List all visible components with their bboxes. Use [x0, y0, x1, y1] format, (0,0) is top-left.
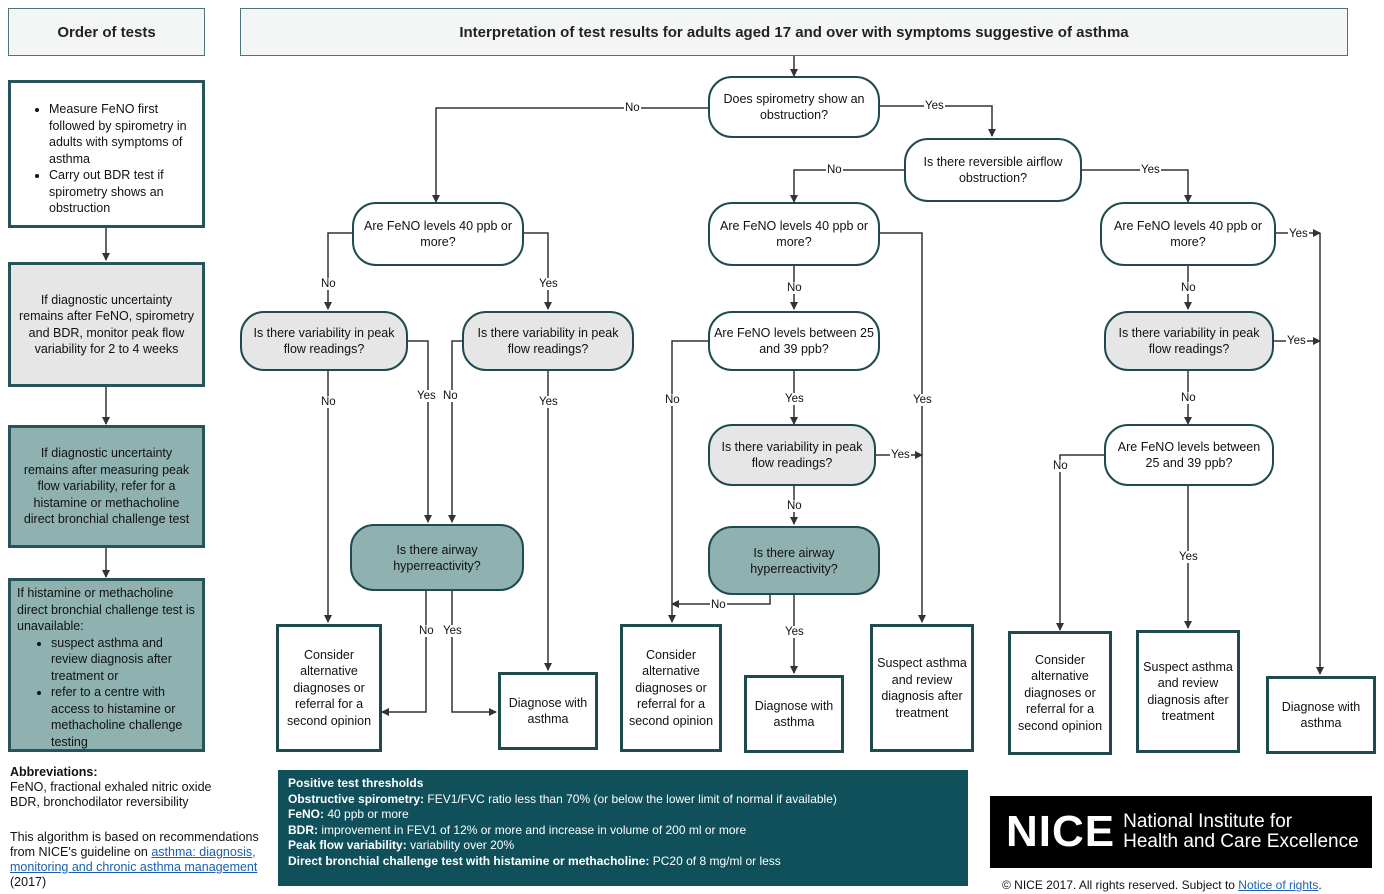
threshold-value: FEV1/FVC ratio less than 70% (or below t…	[427, 791, 837, 806]
threshold-value: 40 ppb or more	[327, 807, 409, 821]
threshold-value: variability over 20%	[410, 838, 515, 852]
outcome-diagnose-2: Diagnose with asthma	[744, 675, 844, 753]
threshold-value: PC20 of 8 mg/ml or less	[652, 853, 781, 868]
label-no: No	[664, 394, 681, 406]
order-step-3: If diagnostic uncertainty remains after …	[8, 425, 205, 548]
nice-logo-mark: NICE	[1006, 807, 1116, 856]
q-peak-flow-left2: Is there variability in peak flow readin…	[462, 311, 634, 371]
q-peak-flow-left: Is there variability in peak flow readin…	[240, 311, 408, 371]
label-no: No	[786, 282, 803, 294]
order-step-4-intro: If histamine or methacholine direct bron…	[17, 586, 195, 633]
order-step-4-item: suspect asthma and review diagnosis afte…	[51, 635, 196, 685]
order-step-4-item: refer to a centre with access to histami…	[51, 684, 196, 750]
threshold-row: Peak flow variability: variability over …	[288, 838, 958, 854]
label-no: No	[826, 164, 843, 176]
outcome-suspect-1: Suspect asthma and review diagnosis afte…	[870, 624, 974, 752]
label-no: No	[1052, 460, 1069, 472]
threshold-row: Direct bronchial challenge test with his…	[288, 854, 958, 870]
label-yes: Yes	[890, 449, 911, 461]
threshold-label: BDR:	[288, 822, 318, 837]
copyright-text: © NICE 2017. All rights reserved. Subjec…	[1002, 878, 1235, 892]
abbreviation-bdr: BDR, bronchodilator reversibility	[10, 795, 189, 809]
label-no: No	[624, 102, 641, 114]
main-title-header: Interpretation of test results for adult…	[240, 8, 1348, 56]
guideline-year: (2017)	[10, 875, 47, 889]
label-yes: Yes	[538, 396, 559, 408]
label-no: No	[320, 396, 337, 408]
q-spirometry-obstruction: Does spirometry show an obstruction?	[708, 76, 880, 138]
label-yes: Yes	[924, 100, 945, 112]
order-step-1: Measure FeNO first followed by spirometr…	[8, 80, 205, 228]
label-yes: Yes	[784, 626, 805, 638]
order-step-4: If histamine or methacholine direct bron…	[8, 578, 205, 752]
label-no: No	[1180, 282, 1197, 294]
guideline-basis: This algorithm is based on recommendatio…	[10, 830, 268, 890]
q-feno-40-left: Are FeNO levels 40 ppb or more?	[352, 202, 524, 266]
label-no: No	[1180, 392, 1197, 404]
q-feno-25-39-right: Are FeNO levels between 25 and 39 ppb?	[1104, 424, 1274, 486]
label-no: No	[418, 625, 435, 637]
outcome-consider-3: Consider alternative diagnoses or referr…	[1008, 631, 1112, 755]
outcome-consider-1: Consider alternative diagnoses or referr…	[276, 624, 382, 752]
nice-logo: NICE National Institute for Health and C…	[990, 796, 1372, 868]
q-reversible-obstruction: Is there reversible airflow obstruction?	[904, 138, 1082, 202]
copyright-end: .	[1318, 878, 1322, 892]
abbreviations: Abbreviations: FeNO, fractional exhaled …	[10, 765, 270, 810]
q-peak-flow-right: Is there variability in peak flow readin…	[1104, 311, 1274, 371]
threshold-label: Direct bronchial challenge test with his…	[288, 853, 650, 868]
outcome-diagnose-1: Diagnose with asthma	[498, 672, 598, 750]
outcome-consider-2: Consider alternative diagnoses or referr…	[620, 624, 722, 752]
threshold-label: Peak flow variability:	[288, 838, 407, 852]
q-feno-40-right: Are FeNO levels 40 ppb or more?	[1100, 202, 1276, 266]
threshold-label: FeNO:	[288, 807, 324, 821]
q-feno-25-39-middle: Are FeNO levels between 25 and 39 ppb?	[708, 311, 880, 371]
q-airway-middle: Is there airway hyperreactivity?	[708, 526, 880, 595]
positive-test-thresholds: Positive test thresholds Obstructive spi…	[278, 770, 968, 886]
order-step-1-item: Measure FeNO first followed by spirometr…	[49, 101, 196, 167]
label-yes: Yes	[442, 625, 463, 637]
label-yes: Yes	[1140, 164, 1161, 176]
q-feno-40-middle: Are FeNO levels 40 ppb or more?	[708, 202, 880, 266]
outcome-suspect-2: Suspect asthma and review diagnosis afte…	[1136, 630, 1240, 753]
guideline-link[interactable]: asthma: diagnosis, monitoring and chroni…	[10, 845, 258, 874]
nice-logo-line2: Health and Care Excellence	[1123, 831, 1359, 852]
q-peak-flow-middle: Is there variability in peak flow readin…	[708, 424, 876, 486]
guideline-basis-text: This algorithm is based on recommendatio…	[10, 830, 259, 859]
label-yes: Yes	[416, 390, 437, 402]
threshold-row: BDR: improvement in FEV1 of 12% or more …	[288, 823, 958, 839]
label-yes: Yes	[784, 393, 805, 405]
order-of-tests-header: Order of tests	[8, 8, 205, 56]
notice-of-rights-link[interactable]: Notice of rights	[1238, 878, 1319, 892]
threshold-label: Obstructive spirometry:	[288, 791, 425, 806]
label-yes: Yes	[1286, 335, 1307, 347]
threshold-value: improvement in FEV1 of 12% or more and i…	[321, 822, 747, 837]
label-yes: Yes	[538, 278, 559, 290]
threshold-row: FeNO: 40 ppb or more	[288, 807, 958, 823]
label-yes: Yes	[1178, 551, 1199, 563]
label-no: No	[442, 390, 459, 402]
label-no: No	[320, 278, 337, 290]
order-step-1-item: Carry out BDR test if spirometry shows a…	[49, 167, 196, 217]
order-step-2: If diagnostic uncertainty remains after …	[8, 262, 205, 387]
q-airway-left: Is there airway hyperreactivity?	[350, 524, 524, 591]
thresholds-title: Positive test thresholds	[288, 776, 424, 790]
abbreviations-title: Abbreviations:	[10, 765, 98, 779]
nice-logo-line1: National Institute for	[1123, 811, 1293, 832]
threshold-row: Obstructive spirometry: FEV1/FVC ratio l…	[288, 792, 958, 808]
label-no: No	[786, 500, 803, 512]
outcome-diagnose-3: Diagnose with asthma	[1266, 676, 1376, 754]
nice-logo-text: National Institute for Health and Care E…	[1123, 812, 1359, 852]
label-yes: Yes	[912, 394, 933, 406]
abbreviation-feno: FeNO, fractional exhaled nitric oxide	[10, 780, 212, 794]
label-yes: Yes	[1288, 228, 1309, 240]
copyright-footer: © NICE 2017. All rights reserved. Subjec…	[1002, 878, 1382, 892]
label-no: No	[710, 599, 727, 611]
